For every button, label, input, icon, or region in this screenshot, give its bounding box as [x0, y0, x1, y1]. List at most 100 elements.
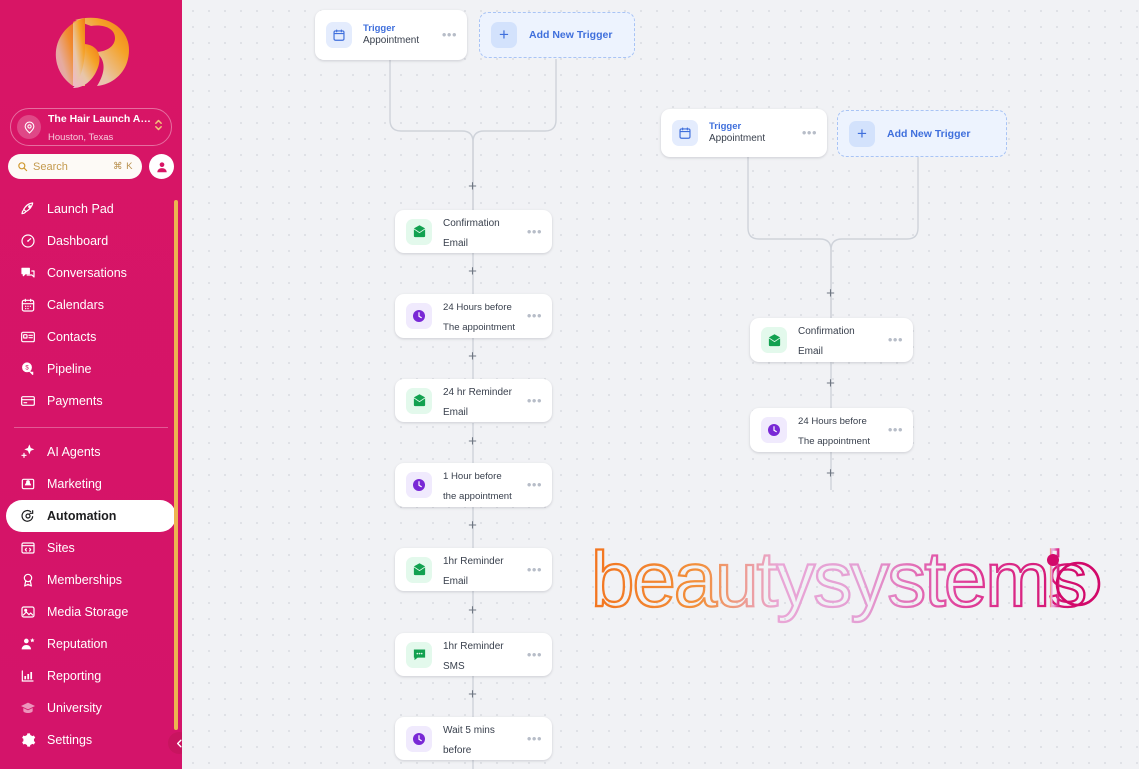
search-row: Search ⌘ K — [8, 154, 174, 179]
sidebar-item-launch-pad[interactable]: Launch Pad — [6, 193, 176, 225]
beautysystems-watermark: beautysystems i — [590, 534, 1103, 630]
sidebar-item-automation[interactable]: Automation — [6, 500, 176, 532]
code-window-icon — [19, 539, 37, 557]
sidebar-item-label: Automation — [47, 509, 117, 523]
bar-chart-icon — [19, 667, 37, 685]
sidebar-item-label: Memberships — [47, 573, 123, 587]
sidebar-scrollbar[interactable] — [174, 200, 178, 730]
sidebar-item-payments[interactable]: Payments — [6, 385, 176, 417]
workspace-name: The Hair Launch A… — [48, 112, 151, 125]
action-node-wait-5-mins[interactable]: Wait 5 mins before ••• — [395, 717, 552, 760]
clock-icon — [406, 725, 432, 752]
node-title: Wait 5 mins before — [443, 724, 495, 756]
megaphone-icon — [19, 475, 37, 493]
sidebar-item-dashboard[interactable]: Dashboard — [6, 225, 176, 257]
clock-icon — [406, 472, 432, 498]
node-title: Confirmation Email — [443, 217, 500, 249]
trigger-sup-label: Trigger — [709, 120, 742, 132]
beautysystems-logo: beautysystems i — [590, 534, 1101, 624]
sidebar-item-reporting[interactable]: Reporting — [6, 660, 176, 692]
brand-logo-r-icon — [55, 17, 129, 88]
node-title: 24 Hours before The appointment — [443, 302, 515, 333]
svg-text:i: i — [1046, 540, 1060, 623]
sidebar-item-settings[interactable]: Settings — [6, 724, 176, 756]
svg-text:$: $ — [25, 366, 29, 372]
action-node-confirmation-email[interactable]: Confirmation Email ••• — [750, 318, 913, 362]
search-shortcut: ⌘ K — [113, 161, 133, 172]
sidebar-item-label: University — [47, 701, 102, 715]
svg-text:beautysystems: beautysystems — [591, 540, 1085, 623]
sidebar-item-memberships[interactable]: Memberships — [6, 564, 176, 596]
add-step-handle[interactable]: + — [468, 433, 477, 450]
sidebar-item-ai-agents[interactable]: AI Agents — [6, 436, 176, 468]
sidebar-item-media-storage[interactable]: Media Storage — [6, 596, 176, 628]
action-node-wait-24-hours[interactable]: 24 Hours before The appointment ••• — [395, 294, 552, 338]
sidebar-item-label: Dashboard — [47, 234, 109, 248]
trigger-node[interactable]: Trigger Appointment ••• — [661, 109, 827, 157]
dollar-tag-icon: $ — [19, 360, 37, 378]
rocket-icon — [19, 200, 37, 218]
add-step-handle[interactable]: + — [826, 465, 835, 482]
user-avatar-button[interactable] — [149, 154, 174, 179]
trigger-sup-label: Trigger — [363, 22, 396, 34]
sidebar-item-label: Sites — [47, 541, 75, 555]
workspace-location: Houston, Texas — [48, 132, 114, 143]
sidebar-item-contacts[interactable]: Contacts — [6, 321, 176, 353]
action-node-1hr-reminder-email[interactable]: 1hr Reminder Email ••• — [395, 548, 552, 591]
add-step-handle[interactable]: + — [468, 348, 477, 365]
workflow-canvas[interactable]: Trigger Appointment ••• + Add New Trigge… — [182, 0, 1139, 769]
image-icon — [19, 603, 37, 621]
sidebar-item-marketing[interactable]: Marketing — [6, 468, 176, 500]
add-step-handle[interactable]: + — [826, 285, 835, 302]
person-star-icon — [19, 635, 37, 653]
nav-divider — [14, 427, 168, 428]
add-step-handle[interactable]: + — [468, 263, 477, 280]
add-new-trigger-button[interactable]: + Add New Trigger — [837, 110, 1007, 157]
workspace-switcher[interactable]: The Hair Launch A… Houston, Texas — [10, 108, 172, 146]
add-new-trigger-button[interactable]: + Add New Trigger — [479, 12, 635, 58]
add-step-handle[interactable]: + — [468, 602, 477, 619]
search-input[interactable]: Search ⌘ K — [8, 154, 142, 179]
sidebar-item-sites[interactable]: Sites — [6, 532, 176, 564]
chevron-updown-icon — [153, 117, 165, 138]
action-node-1hr-reminder-sms[interactable]: 1hr Reminder SMS ••• — [395, 633, 552, 676]
add-step-handle[interactable]: + — [826, 375, 835, 392]
plus-icon: + — [849, 120, 875, 147]
sidebar: The Hair Launch A… Houston, Texas Search… — [0, 0, 182, 769]
sidebar-item-pipeline[interactable]: $ Pipeline — [6, 353, 176, 385]
action-node-24hr-reminder-email[interactable]: 24 hr Reminder Email ••• — [395, 379, 552, 422]
trigger-title: Appointment — [709, 132, 766, 144]
brand-logo[interactable] — [0, 0, 182, 104]
sidebar-item-calendars[interactable]: Calendars — [6, 289, 176, 321]
graduation-icon — [19, 699, 37, 717]
action-node-wait-1-hour[interactable]: 1 Hour before the appointment ••• — [395, 463, 552, 507]
sidebar-item-label: Media Storage — [47, 605, 129, 619]
sparkle-icon — [19, 443, 37, 461]
sidebar-collapse-button[interactable] — [168, 732, 182, 754]
action-node-wait-24-hours[interactable]: 24 Hours before The appointment ••• — [750, 408, 913, 452]
workspace-avatar-icon — [17, 115, 41, 139]
sidebar-item-label: Pipeline — [47, 362, 92, 376]
nav-group-primary: Launch Pad Dashboard Conversations — [0, 193, 182, 417]
sidebar-item-reputation[interactable]: Reputation — [6, 628, 176, 660]
calendar-icon — [326, 22, 352, 48]
node-title: 24 hr Reminder Email — [443, 386, 512, 418]
contact-card-icon — [19, 328, 37, 346]
node-title: 1 Hour before the appointment — [443, 471, 512, 502]
gauge-icon — [19, 232, 37, 250]
sidebar-item-label: Payments — [47, 394, 103, 408]
sidebar-item-conversations[interactable]: Conversations — [6, 257, 176, 289]
trigger-node[interactable]: Trigger Appointment ••• — [315, 10, 467, 60]
add-step-handle[interactable]: + — [468, 178, 477, 195]
action-node-confirmation-email[interactable]: Confirmation Email ••• — [395, 210, 552, 253]
search-icon — [17, 161, 28, 172]
add-step-handle[interactable]: + — [468, 686, 477, 703]
node-title: Confirmation Email — [798, 326, 855, 357]
sidebar-item-university[interactable]: University — [6, 692, 176, 724]
add-trigger-label: Add New Trigger — [529, 29, 613, 41]
add-step-handle[interactable]: + — [468, 517, 477, 534]
nav-group-secondary: AI Agents Marketing Automation — [0, 436, 182, 756]
sidebar-item-label: Conversations — [47, 266, 127, 280]
sidebar-item-label: Marketing — [47, 477, 102, 491]
